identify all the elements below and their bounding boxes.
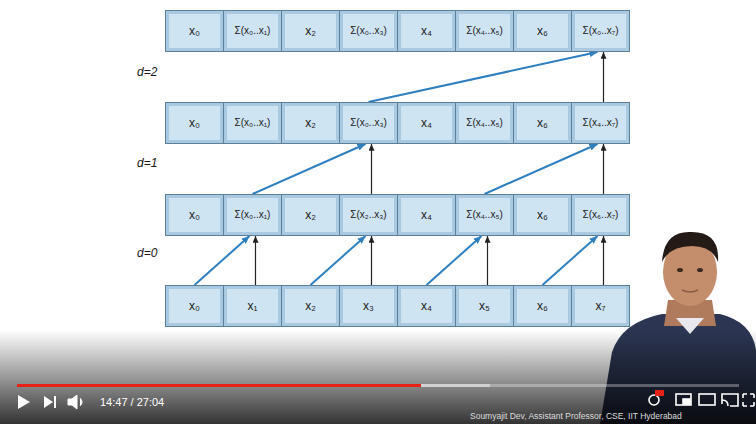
array-cell: x₆ <box>513 10 572 52</box>
array-cell: Σ(x₆..x₇) <box>571 194 630 236</box>
array-cell: x₀ <box>165 10 224 52</box>
array-element: x₅ <box>479 300 490 312</box>
array-cell: Σ(x₀..x₁) <box>223 10 282 52</box>
partial-sum: Σ(x₄..x₅) <box>466 210 503 220</box>
array-element: x₄ <box>421 209 432 221</box>
partial-sum: Σ(x₀..x₇) <box>583 26 619 36</box>
array-element: x₂ <box>305 300 316 312</box>
depth-label: d=2 <box>137 66 157 78</box>
carry-arrow <box>603 52 604 102</box>
array-cell: x₀ <box>165 194 224 236</box>
partial-sum: Σ(x₆..x₇) <box>583 210 619 220</box>
partial-sum: Σ(x₀..x₁) <box>235 210 271 220</box>
combine-arrow <box>195 236 250 285</box>
player-shade <box>0 330 756 424</box>
carry-arrow <box>487 236 488 285</box>
array-element: x₄ <box>421 25 432 37</box>
combine-arrow <box>253 144 366 194</box>
array-cell: Σ(x₄..x₅) <box>455 102 514 144</box>
combine-arrow <box>485 144 598 194</box>
array-cell: x₂ <box>281 194 340 236</box>
array-cell: Σ(x₄..x₅) <box>455 10 514 52</box>
partial-sum: Σ(x₄..x₅) <box>466 26 503 36</box>
array-element: x₆ <box>537 117 548 129</box>
combine-arrow <box>311 236 366 285</box>
array-element: x₁ <box>247 300 257 312</box>
carry-arrow <box>371 144 372 194</box>
partial-sum: Σ(x₀..x₃) <box>350 118 387 128</box>
partial-sum: Σ(x₀..x₁) <box>235 118 271 128</box>
array-element: x₆ <box>537 25 548 37</box>
depth-label: d=0 <box>137 247 157 259</box>
array-cell: Σ(x₂..x₃) <box>339 194 398 236</box>
array-element: x₆ <box>537 300 548 312</box>
array-cell: x₀ <box>165 102 224 144</box>
array-cell: Σ(x₀..x₁) <box>223 194 282 236</box>
array-cell: x₆ <box>513 194 572 236</box>
next-icon <box>44 396 56 408</box>
player-right-icons <box>649 390 754 406</box>
array-element: x₀ <box>189 300 200 312</box>
partial-sum: Σ(x₄..x₇) <box>583 118 619 128</box>
partial-sum: Σ(x₄..x₅) <box>466 118 503 128</box>
carry-arrow <box>255 236 256 285</box>
array-element: x₆ <box>537 209 548 221</box>
progress-buffer <box>17 384 490 387</box>
carry-arrow <box>371 236 372 285</box>
watermark: Soumyajit Dev, Assistant Professor, CSE,… <box>470 412 682 421</box>
array-cell: x₆ <box>513 285 572 327</box>
array-cell: Σ(x₀..x₃) <box>339 10 398 52</box>
carry-arrow <box>603 144 604 194</box>
array-cell: x₁ <box>223 285 282 327</box>
array-cell: x₆ <box>513 102 572 144</box>
play-icon <box>18 395 30 409</box>
combine-arrow <box>427 236 482 285</box>
array-element: x₄ <box>421 300 432 312</box>
array-cell: Σ(x₄..x₅) <box>455 194 514 236</box>
array-element: x₂ <box>305 117 316 129</box>
array-cell: Σ(x₀..x₃) <box>339 102 398 144</box>
array-element: x₂ <box>305 25 316 37</box>
array-cell: x₄ <box>397 285 456 327</box>
array-cell: x₂ <box>281 10 340 52</box>
array-cell: x₄ <box>397 10 456 52</box>
array-cell: x₇ <box>571 285 630 327</box>
array-element: x₃ <box>363 300 374 312</box>
array-cell: x₄ <box>397 102 456 144</box>
volume-icon <box>68 395 82 409</box>
array-cell: x₅ <box>455 285 514 327</box>
array-element: x₀ <box>189 117 200 129</box>
array-cell: x₂ <box>281 285 340 327</box>
video-time: 14:47 / 27:04 <box>100 397 164 408</box>
array-element: x₄ <box>421 117 432 129</box>
array-cell: Σ(x₀..x₇) <box>571 10 630 52</box>
combine-arrow <box>369 52 598 102</box>
partial-sum: Σ(x₀..x₃) <box>350 26 387 36</box>
array-cell: x₄ <box>397 194 456 236</box>
array-cell: x₀ <box>165 285 224 327</box>
combine-arrow <box>543 236 598 285</box>
array-element: x₂ <box>305 209 316 221</box>
array-cell: Σ(x₄..x₇) <box>571 102 630 144</box>
array-element: x₇ <box>595 300 605 312</box>
array-element: x₀ <box>189 25 200 37</box>
array-cell: Σ(x₀..x₁) <box>223 102 282 144</box>
progress-track <box>17 384 739 387</box>
array-cell: x₃ <box>339 285 398 327</box>
array-cell: x₂ <box>281 102 340 144</box>
progress-played <box>17 384 421 387</box>
depth-label: d=1 <box>137 157 157 169</box>
array-element: x₀ <box>189 209 200 221</box>
carry-arrow <box>603 236 604 285</box>
partial-sum: Σ(x₂..x₃) <box>350 210 386 220</box>
partial-sum: Σ(x₀..x₁) <box>235 26 271 36</box>
